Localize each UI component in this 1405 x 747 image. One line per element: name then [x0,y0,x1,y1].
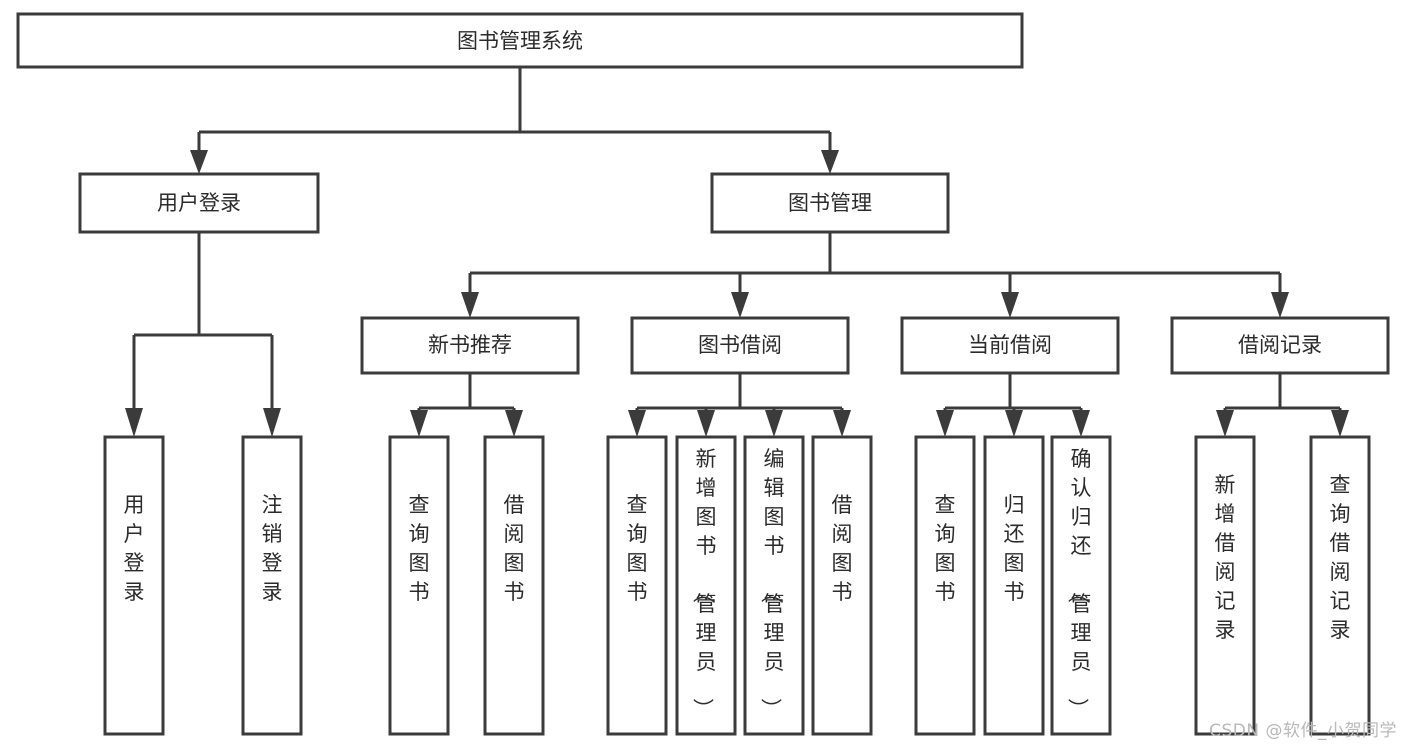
node-leaf-borrow-book-new-label: 借阅图书 [504,493,525,604]
node-borrow-records[interactable]: 借阅记录 [1170,316,1390,375]
node-leaf-logout-login-label: 注销登录 [262,493,283,604]
node-leaf-query-borrow-record-box [1309,435,1371,736]
node-leaf-logout-login-box [241,435,303,736]
node-book-management-label: 图书管理 [788,191,872,215]
node-leaf-add-book-admin-box [675,435,737,736]
node-new-book-recommend-box [360,316,580,375]
arrowhead-leaf-query-book-b [628,410,646,437]
node-current-borrow-label: 当前借阅 [968,333,1052,357]
node-leaf-user-login-label: 用户登录 [124,493,145,604]
node-leaf-return-book-label: 归还图书 [1004,493,1025,604]
node-leaf-logout-login[interactable]: 注销登录 [241,435,303,736]
node-leaf-add-book-admin[interactable]: 新增图书（管理员） [675,435,737,736]
node-root-label: 图书管理系统 [457,29,583,53]
node-user-login-box [78,172,320,234]
node-borrow-records-box [1170,316,1390,375]
node-leaf-query-borrow-record[interactable]: 查询借阅记录 [1309,435,1371,736]
connector-layer [125,67,1349,437]
node-leaf-add-borrow-record-label: 新增借阅记录 [1215,473,1236,642]
node-borrow-records-label: 借阅记录 [1238,333,1322,357]
node-leaf-return-book-box [983,435,1045,736]
node-leaf-add-borrow-record[interactable]: 新增借阅记录 [1194,435,1256,736]
arrowhead-leaf-add-record [1216,410,1234,437]
node-leaf-confirm-return-admin[interactable]: 确认归还（管理员） [1050,435,1112,736]
arrowhead-leaf-borrow-book-a [505,410,523,437]
node-leaf-edit-book-admin-label: 编辑图书（管理员） [759,447,785,719]
node-user-login-label: 用户登录 [157,191,241,215]
node-leaf-query-book-borrow-label: 查询图书 [627,493,648,604]
node-leaf-return-book[interactable]: 归还图书 [983,435,1045,736]
node-leaf-borrow-book-borrow-label: 借阅图书 [832,493,853,604]
node-new-book-recommend[interactable]: 新书推荐 [360,316,580,375]
node-leaf-edit-book-admin[interactable]: 编辑图书（管理员） [743,435,805,736]
arrowhead-leaf-query-record [1331,410,1349,437]
node-new-book-recommend-label: 新书推荐 [428,333,512,357]
node-book-borrow-label: 图书借阅 [698,333,782,357]
node-user-login[interactable]: 用户登录 [78,172,320,234]
arrowhead-leaf-logout-login [263,408,281,437]
arrowhead-leaf-borrow-book-b [833,410,851,437]
arrowhead-leaf-query-book-c [936,410,954,437]
node-leaf-query-book-borrow-box [606,435,668,736]
node-leaf-query-borrow-record-label: 查询借阅记录 [1330,473,1351,642]
node-root-box [16,12,1024,69]
node-leaf-borrow-book-new-box [483,435,545,736]
node-book-borrow-box [630,316,850,375]
node-leaf-user-login[interactable]: 用户登录 [103,435,165,736]
arrowhead-current-borrow [1001,292,1019,318]
node-leaf-borrow-book-borrow-box [811,435,873,736]
node-leaf-query-book-borrow[interactable]: 查询图书 [606,435,668,736]
csdn-watermark: CSDN @软件_小贺同学 [1209,721,1397,741]
node-book-management[interactable]: 图书管理 [710,172,950,234]
node-leaf-confirm-return-admin-box [1050,435,1112,736]
node-leaf-confirm-return-admin-label: 确认归还（管理员） [1066,447,1092,719]
arrowhead-borrow-records [1271,292,1289,318]
arrowhead-user-login [190,150,208,174]
arrowhead-leaf-add-book [697,410,715,437]
node-leaf-query-book-current[interactable]: 查询图书 [914,435,976,736]
node-leaf-add-book-admin-label: 新增图书（管理员） [691,447,717,719]
node-leaf-add-borrow-record-box [1194,435,1256,736]
node-current-borrow[interactable]: 当前借阅 [900,316,1120,375]
node-leaf-borrow-book-new[interactable]: 借阅图书 [483,435,545,736]
node-book-borrow[interactable]: 图书借阅 [630,316,850,375]
arrowhead-leaf-return-book [1005,410,1023,437]
node-leaf-user-login-box [103,435,165,736]
arrowhead-book-borrow [731,292,749,318]
node-leaf-query-book-new[interactable]: 查询图书 [388,435,450,736]
node-leaf-query-book-current-box [914,435,976,736]
arrowhead-leaf-query-book-a [410,410,428,437]
node-leaf-edit-book-admin-box [743,435,805,736]
arrowhead-leaf-confirm-return [1072,410,1090,437]
node-current-borrow-box [900,316,1120,375]
node-leaf-borrow-book-borrow[interactable]: 借阅图书 [811,435,873,736]
node-book-management-box [710,172,950,234]
arrowhead-book-mgmt [821,150,839,174]
node-leaf-query-book-current-label: 查询图书 [935,493,956,604]
node-leaf-query-book-new-box [388,435,450,736]
arrowhead-leaf-user-login [125,408,143,437]
node-leaf-query-book-new-label: 查询图书 [409,493,430,604]
arrowhead-leaf-edit-book [765,410,783,437]
arrowhead-new-books [461,292,479,318]
node-root-system[interactable]: 图书管理系统 [16,12,1024,69]
